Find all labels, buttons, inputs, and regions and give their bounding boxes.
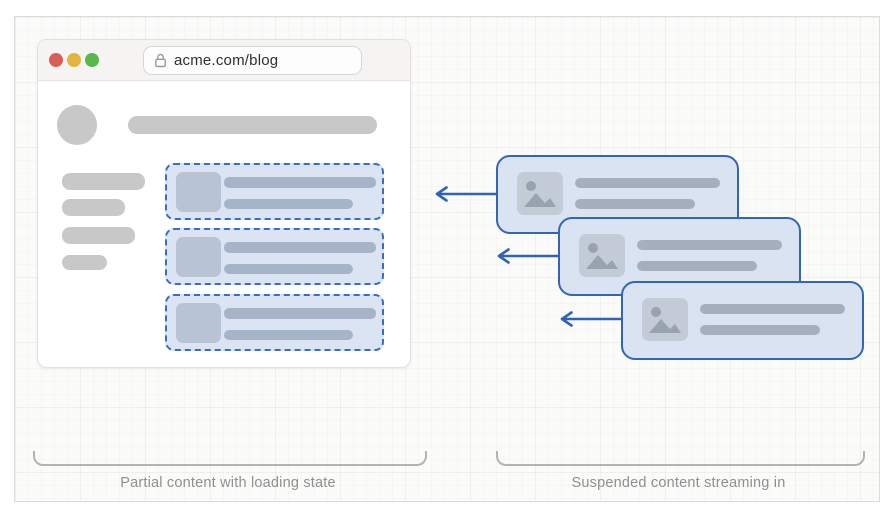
text-skeleton-bar bbox=[575, 199, 695, 209]
arrow-left-icon bbox=[435, 186, 498, 202]
loading-placeholder bbox=[165, 163, 384, 220]
text-skeleton-bar bbox=[224, 242, 376, 253]
caption-suspended-content: Suspended content streaming in bbox=[571, 475, 786, 491]
image-skeleton bbox=[176, 172, 221, 212]
minimize-window-icon bbox=[67, 53, 81, 67]
text-skeleton-bar bbox=[637, 240, 782, 250]
stream-card bbox=[621, 281, 864, 360]
diagram-panel: acme.com/blog bbox=[14, 16, 880, 502]
arrow-left-icon bbox=[560, 311, 623, 327]
image-skeleton bbox=[176, 303, 221, 343]
sidebar-skeleton-bar bbox=[62, 199, 125, 216]
image-skeleton bbox=[176, 237, 221, 277]
lock-icon bbox=[154, 53, 167, 68]
loading-placeholder bbox=[165, 294, 384, 351]
text-skeleton-bar bbox=[700, 304, 845, 314]
image-icon bbox=[642, 298, 688, 341]
image-icon bbox=[517, 172, 563, 215]
arrow-left-icon bbox=[497, 248, 560, 264]
close-window-icon bbox=[49, 53, 63, 67]
text-skeleton-bar bbox=[224, 330, 353, 340]
bracket-right bbox=[496, 451, 865, 466]
bracket-left bbox=[33, 451, 427, 466]
traffic-lights bbox=[49, 53, 99, 67]
image-icon bbox=[579, 234, 625, 277]
loading-placeholder bbox=[165, 228, 384, 285]
title-skeleton-bar bbox=[128, 116, 377, 134]
text-skeleton-bar bbox=[224, 177, 376, 188]
sidebar-skeleton-bar bbox=[62, 227, 135, 244]
text-skeleton-bar bbox=[575, 178, 720, 188]
text-skeleton-bar bbox=[224, 199, 353, 209]
zoom-window-icon bbox=[85, 53, 99, 67]
text-skeleton-bar bbox=[224, 264, 353, 274]
text-skeleton-bar bbox=[637, 261, 757, 271]
caption-partial-content: Partial content with loading state bbox=[120, 475, 336, 491]
sidebar-skeleton-bar bbox=[62, 255, 107, 270]
sidebar-skeleton-bar bbox=[62, 173, 145, 190]
text-skeleton-bar bbox=[224, 308, 376, 319]
avatar-skeleton bbox=[57, 105, 97, 145]
url-text: acme.com/blog bbox=[174, 52, 279, 69]
text-skeleton-bar bbox=[700, 325, 820, 335]
url-bar: acme.com/blog bbox=[143, 46, 362, 75]
browser-window: acme.com/blog bbox=[37, 39, 411, 368]
browser-titlebar: acme.com/blog bbox=[38, 40, 410, 81]
